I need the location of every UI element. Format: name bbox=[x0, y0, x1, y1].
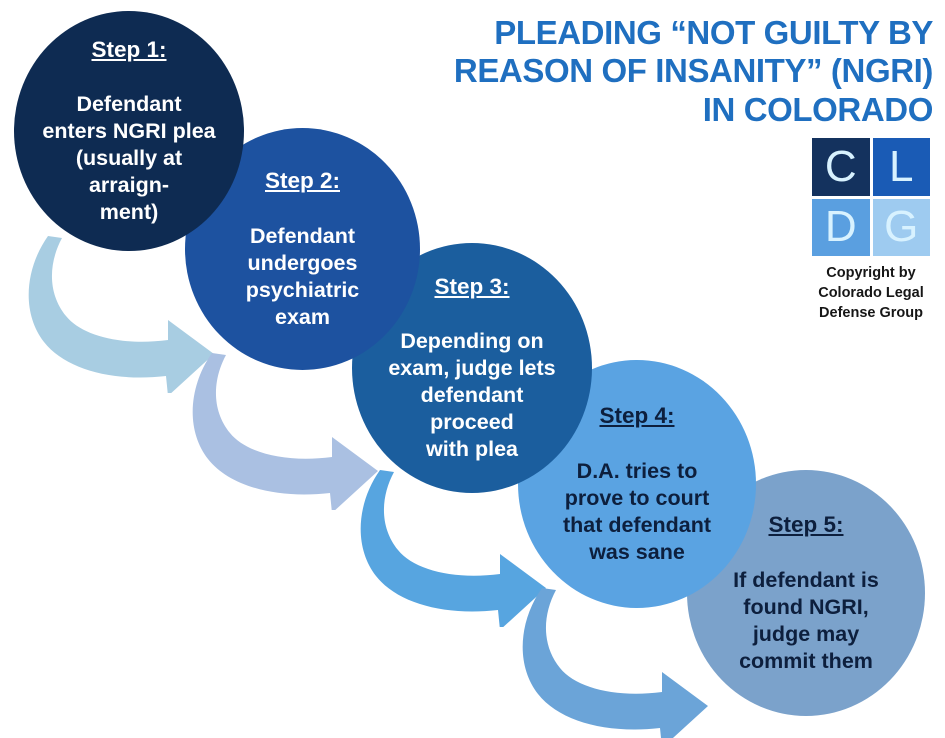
step-3-label: Step 3: bbox=[434, 273, 510, 299]
logo-cell-g: G bbox=[872, 198, 930, 256]
copyright-line-3: Defense Group bbox=[819, 305, 923, 321]
step-5-label: Step 5: bbox=[768, 512, 844, 538]
step-3-body: Depending on exam, judge lets defendant … bbox=[388, 329, 556, 462]
page-title: PLEADING “NOT GUILTY BY REASON OF INSANI… bbox=[333, 14, 934, 129]
step-2-label: Step 2: bbox=[264, 168, 340, 194]
arrow-step1-to-step2-icon bbox=[28, 236, 214, 393]
step-4-label: Step 4: bbox=[599, 403, 675, 429]
step-3-text: Step 3: Depending on exam, judge lets de… bbox=[357, 246, 587, 491]
title-line-1: PLEADING “NOT GUILTY BY bbox=[494, 14, 933, 51]
step-4-text: Step 4: D.A. tries to prove to court tha… bbox=[522, 375, 752, 593]
step-1-text: Step 1: Defendant enters NGRI plea (usua… bbox=[14, 9, 244, 254]
copyright-line-2: Colorado Legal bbox=[818, 285, 924, 301]
logo-cell-l: L bbox=[872, 138, 930, 196]
step-1-body: Defendant enters NGRI plea (usually at a… bbox=[42, 92, 216, 225]
step-5-text: Step 5: If defendant is found NGRI, judg… bbox=[694, 484, 919, 702]
arrow-step2-to-step3-icon bbox=[192, 353, 378, 510]
logo-cell-c: C bbox=[812, 138, 870, 196]
step-2-body: Defendant undergoes psychiatric exam bbox=[245, 223, 360, 329]
step-circle-3[interactable]: Step 3: Depending on exam, judge lets de… bbox=[352, 243, 592, 493]
copyright-line-1: Copyright by bbox=[826, 265, 916, 281]
step-circle-1[interactable]: Step 1: Defendant enters NGRI plea (usua… bbox=[14, 11, 244, 251]
cldg-logo-icon: C L D G bbox=[812, 138, 930, 256]
title-line-2: REASON OF INSANITY” (NGRI) bbox=[453, 52, 934, 90]
logo-cell-d: D bbox=[812, 198, 870, 256]
step-5-body: If defendant is found NGRI, judge may co… bbox=[733, 567, 879, 673]
title-line-3: IN COLORADO bbox=[702, 90, 934, 128]
cldg-logo-block: C L D G Copyright by Colorado Legal Defe… bbox=[805, 138, 937, 323]
arrow-step4-to-step5-icon bbox=[522, 588, 708, 738]
arrow-step3-to-step4-icon bbox=[360, 470, 546, 627]
step-4-body: D.A. tries to prove to court that defend… bbox=[562, 458, 712, 564]
step-2-text: Step 2: Defendant undergoes psychiatric … bbox=[203, 140, 403, 358]
step-circle-2[interactable]: Step 2: Defendant undergoes psychiatric … bbox=[185, 128, 420, 370]
step-1-label: Step 1: bbox=[91, 36, 167, 62]
copyright-notice: Copyright by Colorado Legal Defense Grou… bbox=[805, 263, 937, 323]
